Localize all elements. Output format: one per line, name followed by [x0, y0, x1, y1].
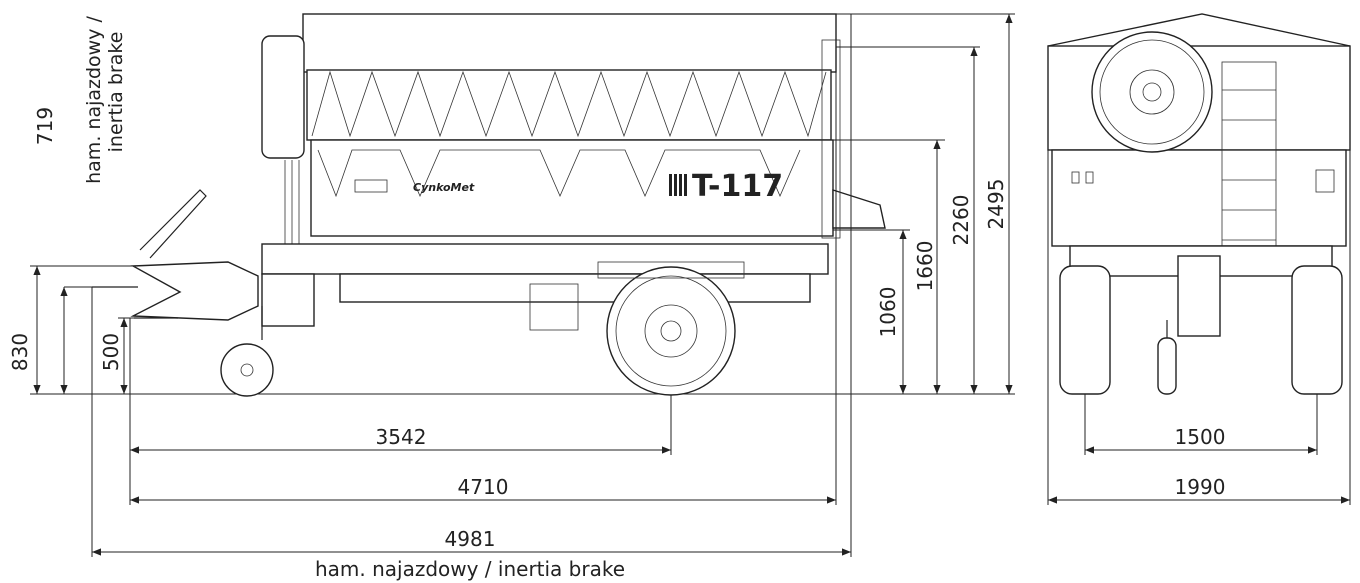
rear-roof: [1047, 13, 1351, 47]
front-tank: [261, 35, 305, 159]
rear-wheel-left: [1059, 265, 1111, 395]
rear-wheel-right: [1291, 265, 1343, 395]
jockey-wheel: [220, 343, 274, 397]
rear-jockey-wheel: [1157, 337, 1177, 395]
rear-ladder: [821, 39, 841, 239]
rear-flap: [832, 189, 886, 229]
brand-logo: CynkoMet: [413, 181, 475, 194]
side-view: CynkoMet T-117: [8, 13, 1015, 581]
brake-lever: [139, 189, 207, 259]
upper-box-outline: [302, 13, 837, 73]
dim-4981: 4981: [445, 527, 496, 551]
drawbar: [130, 261, 259, 321]
chassis-frame: [261, 243, 829, 275]
dim-500: 500: [99, 333, 123, 371]
dim-4710: 4710: [458, 475, 509, 499]
box-ribs: [317, 149, 801, 198]
rear-hitch-block: [1177, 255, 1221, 337]
model-stripes: [669, 174, 687, 196]
dim-1990: 1990: [1175, 475, 1226, 499]
dim-2260: 2260: [949, 195, 973, 246]
main-wheel: [606, 266, 736, 396]
inertia-brake-label-bottom: ham. najazdowy / inertia brake: [315, 557, 625, 581]
rear-view: 1500 1990: [1047, 13, 1351, 505]
dim-1060: 1060: [876, 287, 900, 338]
lamps-block: [529, 283, 579, 331]
inertia-brake-label-line2: inertia brake: [105, 32, 127, 153]
mudguard: [597, 261, 745, 279]
dim-3542: 3542: [376, 425, 427, 449]
inertia-brake-label-line1: ham. najazdowy /: [83, 16, 105, 184]
dim-830: 830: [8, 333, 32, 371]
dim-1500: 1500: [1175, 425, 1226, 449]
rear-box: [1051, 149, 1347, 247]
hydraulic-hoses: [284, 160, 300, 250]
front-block: [261, 273, 315, 327]
model-lettering: T-117: [692, 169, 783, 204]
chassis-lower: [339, 273, 811, 303]
dim-2495: 2495: [984, 179, 1008, 230]
dim-719: 719: [33, 107, 57, 145]
box-plate: [354, 179, 388, 193]
mesh-extension: [306, 69, 832, 141]
main-box: [310, 139, 834, 237]
dim-1660: 1660: [913, 241, 937, 292]
spare-wheel: [1091, 31, 1213, 153]
mesh-pattern: [311, 70, 827, 138]
